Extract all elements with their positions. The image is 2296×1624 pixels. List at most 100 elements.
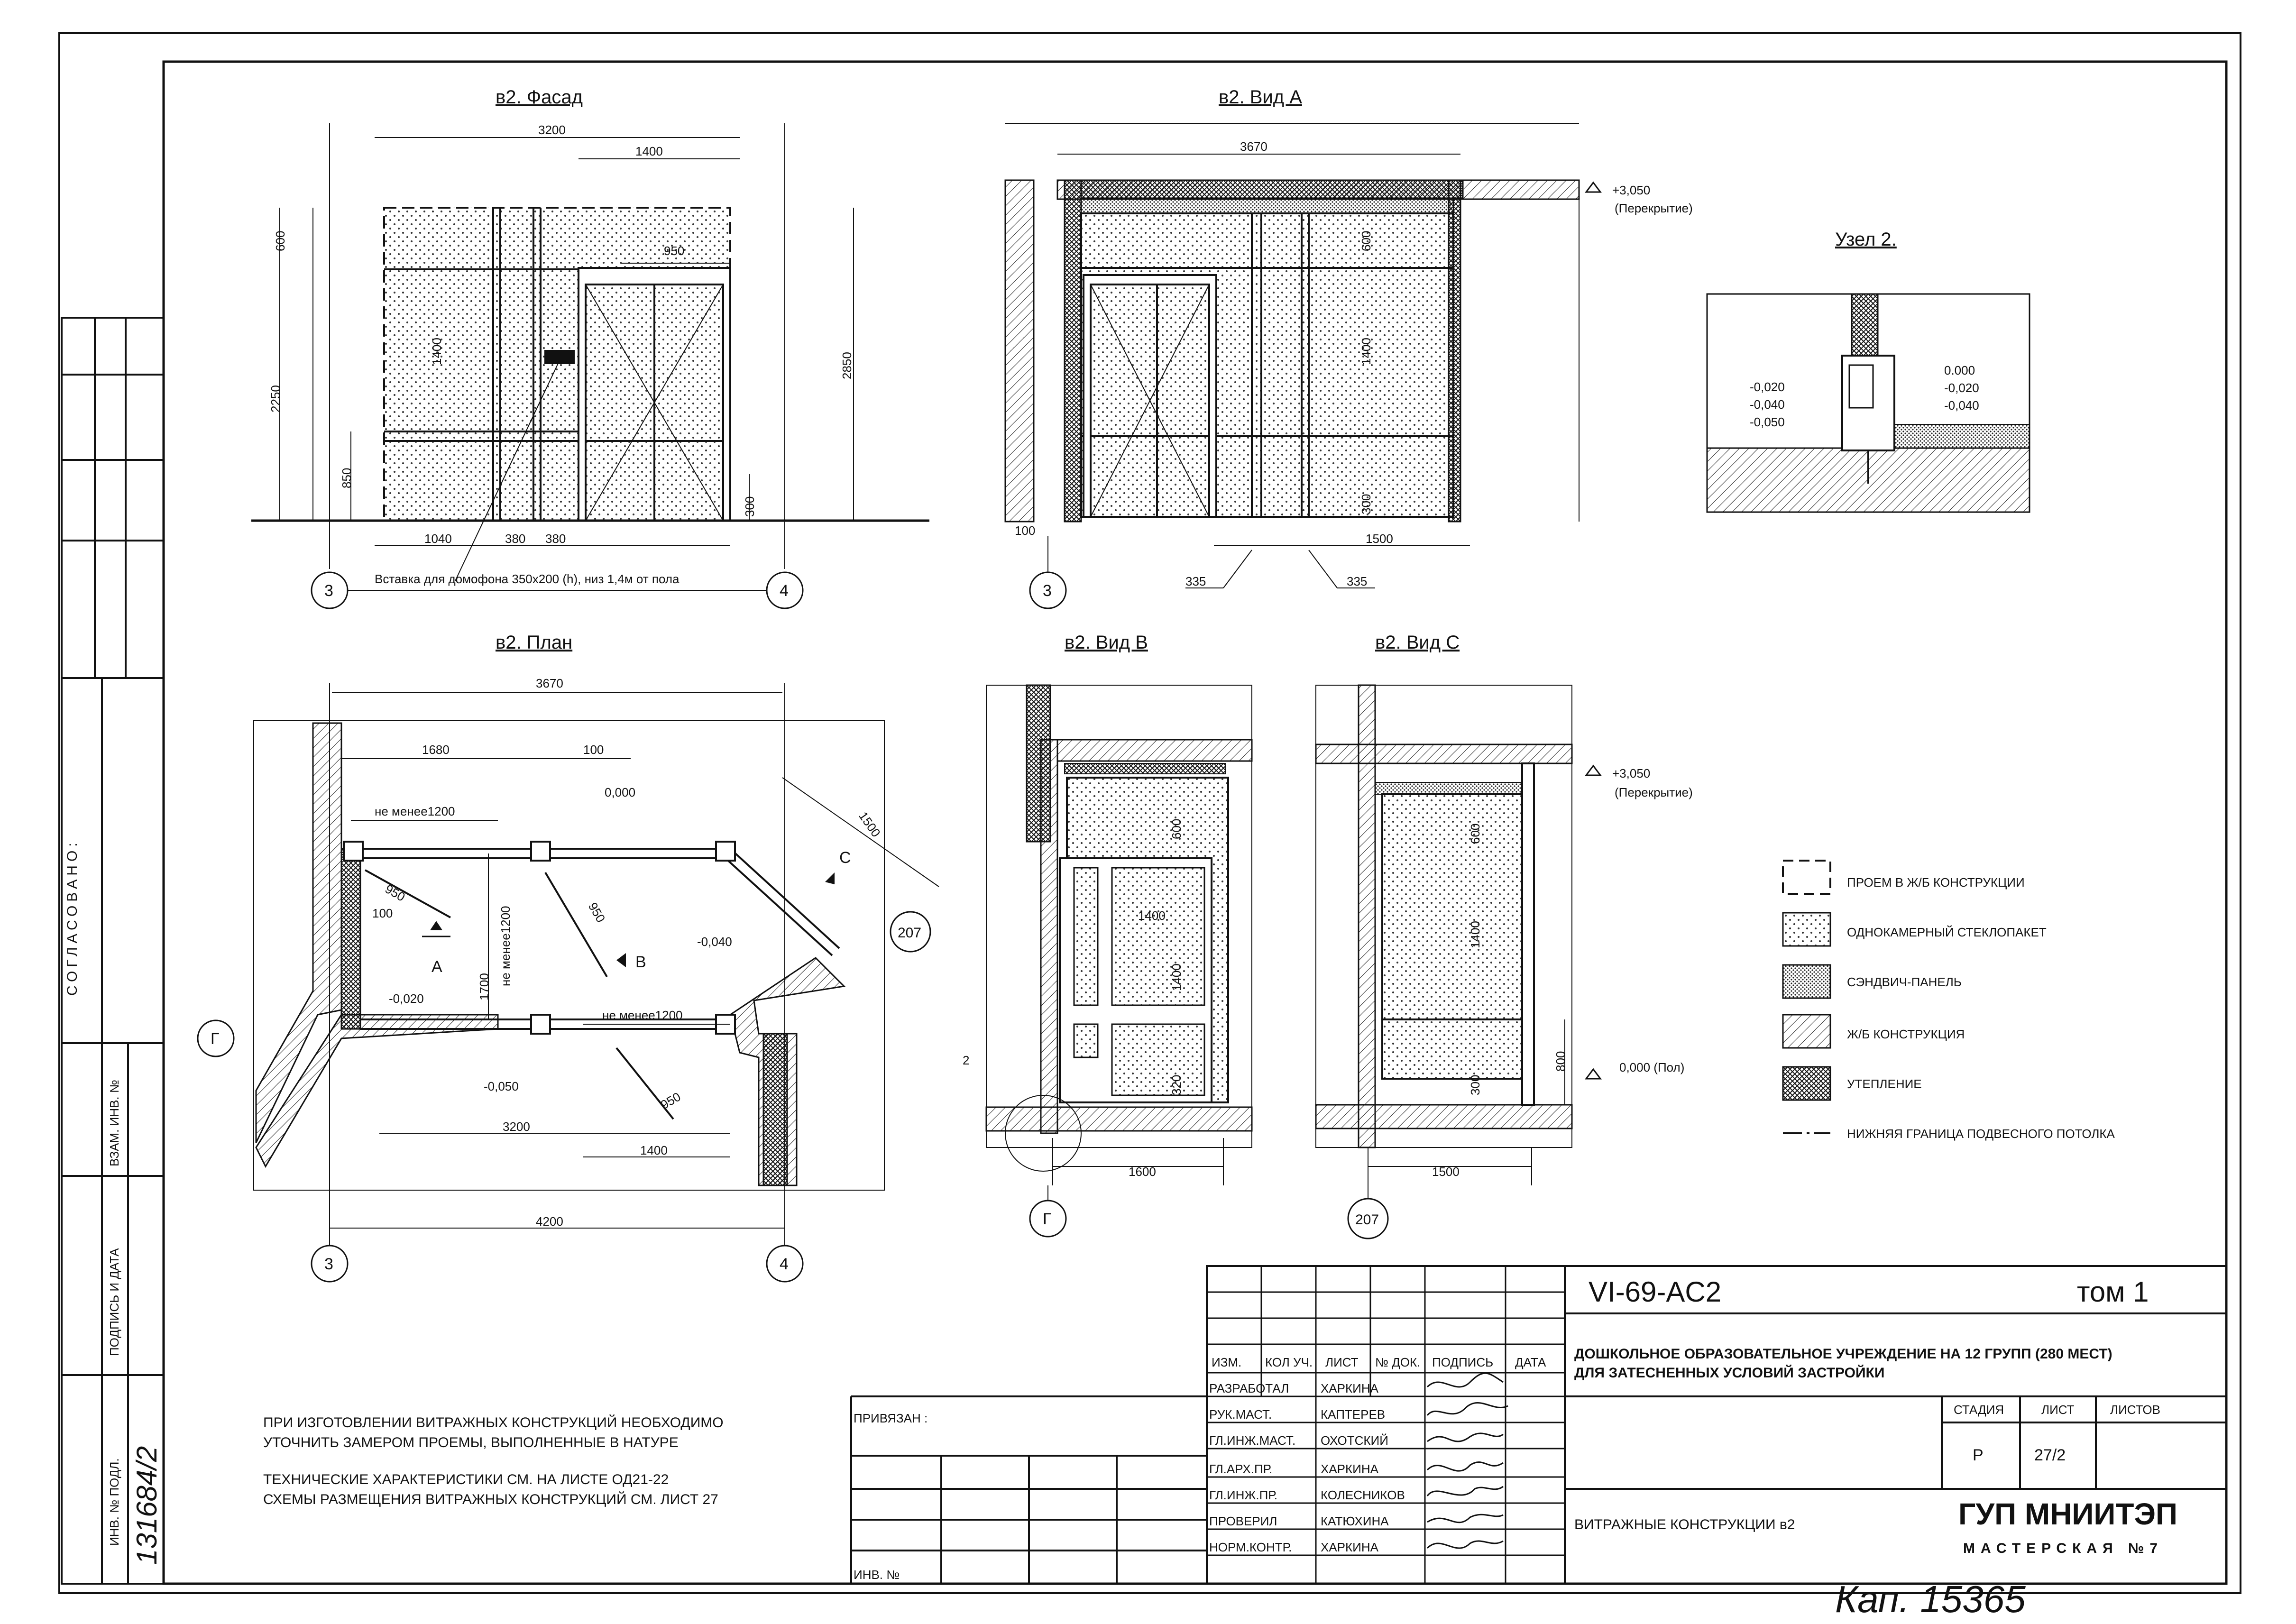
facade-dim-top: 600 (273, 231, 287, 251)
plan-mark-a: А (432, 958, 442, 976)
tb-inv: ИНВ. № (854, 1568, 900, 1582)
facade-dim-1400: 1400 (430, 338, 444, 365)
tb-code: VI-69-AC2 (1589, 1276, 1721, 1308)
vida-dim-600: 600 (1359, 231, 1373, 251)
tb-privyazan: ПРИВЯЗАН : (854, 1411, 928, 1425)
legend-swatch-insulation (1782, 1066, 1831, 1101)
plan-dim-1400: 1400 (640, 1143, 668, 1157)
view-c: в2. Вид С 600 1400 800 300 1500 +3,050 (… (1315, 632, 1693, 1239)
facade-note: Вставка для домофона 350х200 (h), низ 1,… (375, 572, 680, 586)
node-title: Узел 2. (1835, 229, 1897, 250)
vida-axis (1029, 571, 1067, 609)
plan-dim-1680: 1680 (422, 743, 450, 757)
plan-min-2: не менее1200 (602, 1008, 683, 1022)
legend-label-4: УТЕПЛЕНИЕ (1847, 1077, 1922, 1091)
legend: ПРОЕМ В Ж/Б КОНСТРУКЦИИ ОДНОКАМЕРНЫЙ СТЕ… (1782, 860, 2115, 1141)
handwritten-note: Кап. 15365 (1835, 1578, 2026, 1620)
tb-name-5: КАТЮХИНА (1321, 1514, 1389, 1528)
vida-dim-1400: 1400 (1359, 338, 1373, 365)
plan-axis-207-label: 207 (898, 925, 921, 941)
node-left-level-3: -0,050 (1750, 415, 1785, 429)
legend-swatch-concrete (1782, 1014, 1831, 1049)
facade-dim-b3: 380 (545, 532, 566, 546)
tb-sheet-label: ЛИСТ (2041, 1403, 2075, 1417)
legend-label-5: НИЖНЯЯ ГРАНИЦА ПОДВЕСНОГО ПОТОЛКА (1847, 1127, 2115, 1141)
vidb-dim-1600: 1600 (1129, 1165, 1156, 1179)
vidc-axis-label: 207 (1355, 1212, 1379, 1228)
plan-dim-950c: 950 (658, 1090, 683, 1112)
facade-dim-b2: 380 (505, 532, 525, 546)
signatures (1426, 1372, 1508, 1549)
tb-head-doc: № ДОК. (1375, 1355, 1420, 1369)
tb-firm: ГУП МНИИТЭП (1958, 1497, 2177, 1531)
plan-axis-g (197, 1019, 235, 1057)
tb-name-4: КОЛЕСНИКОВ (1321, 1488, 1405, 1502)
vida-dim-1500: 1500 (1366, 532, 1393, 546)
tb-volume: том 1 (2077, 1276, 2149, 1308)
title-block: ИЗМ. КОЛ УЧ. ЛИСТ № ДОК. ПОДПИСЬ ДАТА РА… (850, 1265, 2227, 1585)
tb-role-0: РАЗРАБОТАЛ (1209, 1381, 1289, 1395)
plan-level-050: -0,050 (484, 1079, 519, 1093)
plan-level-0: 0,000 (605, 785, 635, 799)
vidb-dim-600: 600 (1169, 819, 1184, 839)
plan-dim-1500: 1500 (856, 809, 883, 840)
legend-label-2: СЭНДВИЧ-ПАНЕЛЬ (1847, 975, 1962, 989)
agreed-label: СОГЛАСОВАНО: (64, 839, 80, 996)
note-line-4: СХЕМЫ РАЗМЕЩЕНИЯ ВИТРАЖНЫХ КОНСТРУКЦИЙ С… (263, 1491, 718, 1507)
facade-dim-door: 950 (664, 244, 684, 258)
facade-dim-right-height: 2850 (840, 352, 854, 379)
plan-dim-4200: 4200 (536, 1214, 563, 1229)
tb-sheet-name: ВИТРАЖНЫЕ КОНСТРУКЦИИ в2 (1574, 1517, 1795, 1532)
vidc-dim-800: 800 (1553, 1051, 1568, 1072)
plan-level-020: -0,020 (389, 991, 424, 1006)
facade-axis-4 (766, 571, 804, 609)
vidc-dim-300: 300 (1468, 1075, 1482, 1095)
tb-role-3: ГЛ.АРХ.ПР. (1209, 1462, 1272, 1476)
node-left-level-1: -0,020 (1750, 380, 1785, 394)
plan-level-040: -0,040 (697, 935, 732, 949)
inv-label: ИНВ. № ПОДЛ. (107, 1458, 121, 1546)
facade-axis-3 (311, 571, 349, 609)
tb-role-1: РУК.МАСТ. (1209, 1407, 1272, 1422)
vida-dim-width: 3670 (1240, 139, 1267, 154)
legend-swatch-glass (1782, 912, 1831, 947)
legend-label-0: ПРОЕМ В Ж/Б КОНСТРУКЦИИ (1847, 875, 2025, 890)
vidb-node-ref: 2 (963, 1053, 969, 1067)
vida-axis-label: 3 (1043, 582, 1052, 600)
node-right-level-3: -0,040 (1944, 398, 1979, 413)
facade-dim-top-width: 1400 (635, 144, 663, 158)
tb-project-2: ДЛЯ ЗАТЕСНЕННЫХ УСЛОВИЙ ЗАСТРОЙКИ (1574, 1365, 1884, 1381)
facade-dim-sill: 850 (340, 468, 354, 488)
general-notes: ПРИ ИЗГОТОВЛЕНИИ ВИТРАЖНЫХ КОНСТРУКЦИЙ Н… (263, 1414, 724, 1507)
plan-axis-3-label: 3 (324, 1255, 333, 1273)
podpis-label: ПОДПИСЬ И ДАТА (107, 1248, 121, 1356)
plan-mark-b: В (635, 953, 646, 971)
legend-swatch-opening (1782, 860, 1831, 895)
plan-axis-207 (890, 911, 931, 953)
inv-value: 131684/2 (131, 1446, 163, 1565)
vidb-axis (1029, 1200, 1067, 1238)
tb-name-2: ОХОТСКИЙ (1321, 1433, 1388, 1448)
plan-dim-100: 100 (583, 743, 604, 757)
tb-head-list: ЛИСТ (1325, 1355, 1359, 1369)
tb-sheet: 27/2 (2034, 1446, 2066, 1464)
plan-mark-c: С (839, 849, 851, 867)
left-strip (61, 317, 165, 1585)
plan-axis-g-label: Г (211, 1030, 219, 1048)
vida-dim-335b: 335 (1347, 574, 1367, 588)
facade-dim-left-height: 2250 (268, 385, 283, 413)
vida-dim-100: 100 (1015, 523, 1035, 538)
tb-head-kol: КОЛ УЧ. (1265, 1355, 1313, 1369)
plan-axis-4-label: 4 (780, 1255, 789, 1273)
vidb-axis-label: Г (1043, 1210, 1051, 1228)
facade-dim-bottom: 300 (743, 496, 757, 517)
vidc-axis (1347, 1198, 1389, 1239)
plan-dim-100b: 100 (372, 906, 393, 920)
facade-title: в2. Фасад (496, 87, 583, 108)
vidc-dim-1500: 1500 (1432, 1165, 1460, 1179)
node-left-level-2: -0,040 (1750, 397, 1785, 412)
tb-role-5: ПРОВЕРИЛ (1209, 1514, 1277, 1528)
vidc-dim-600: 600 (1468, 824, 1482, 844)
node-right-level-2: -0,020 (1944, 381, 1979, 395)
